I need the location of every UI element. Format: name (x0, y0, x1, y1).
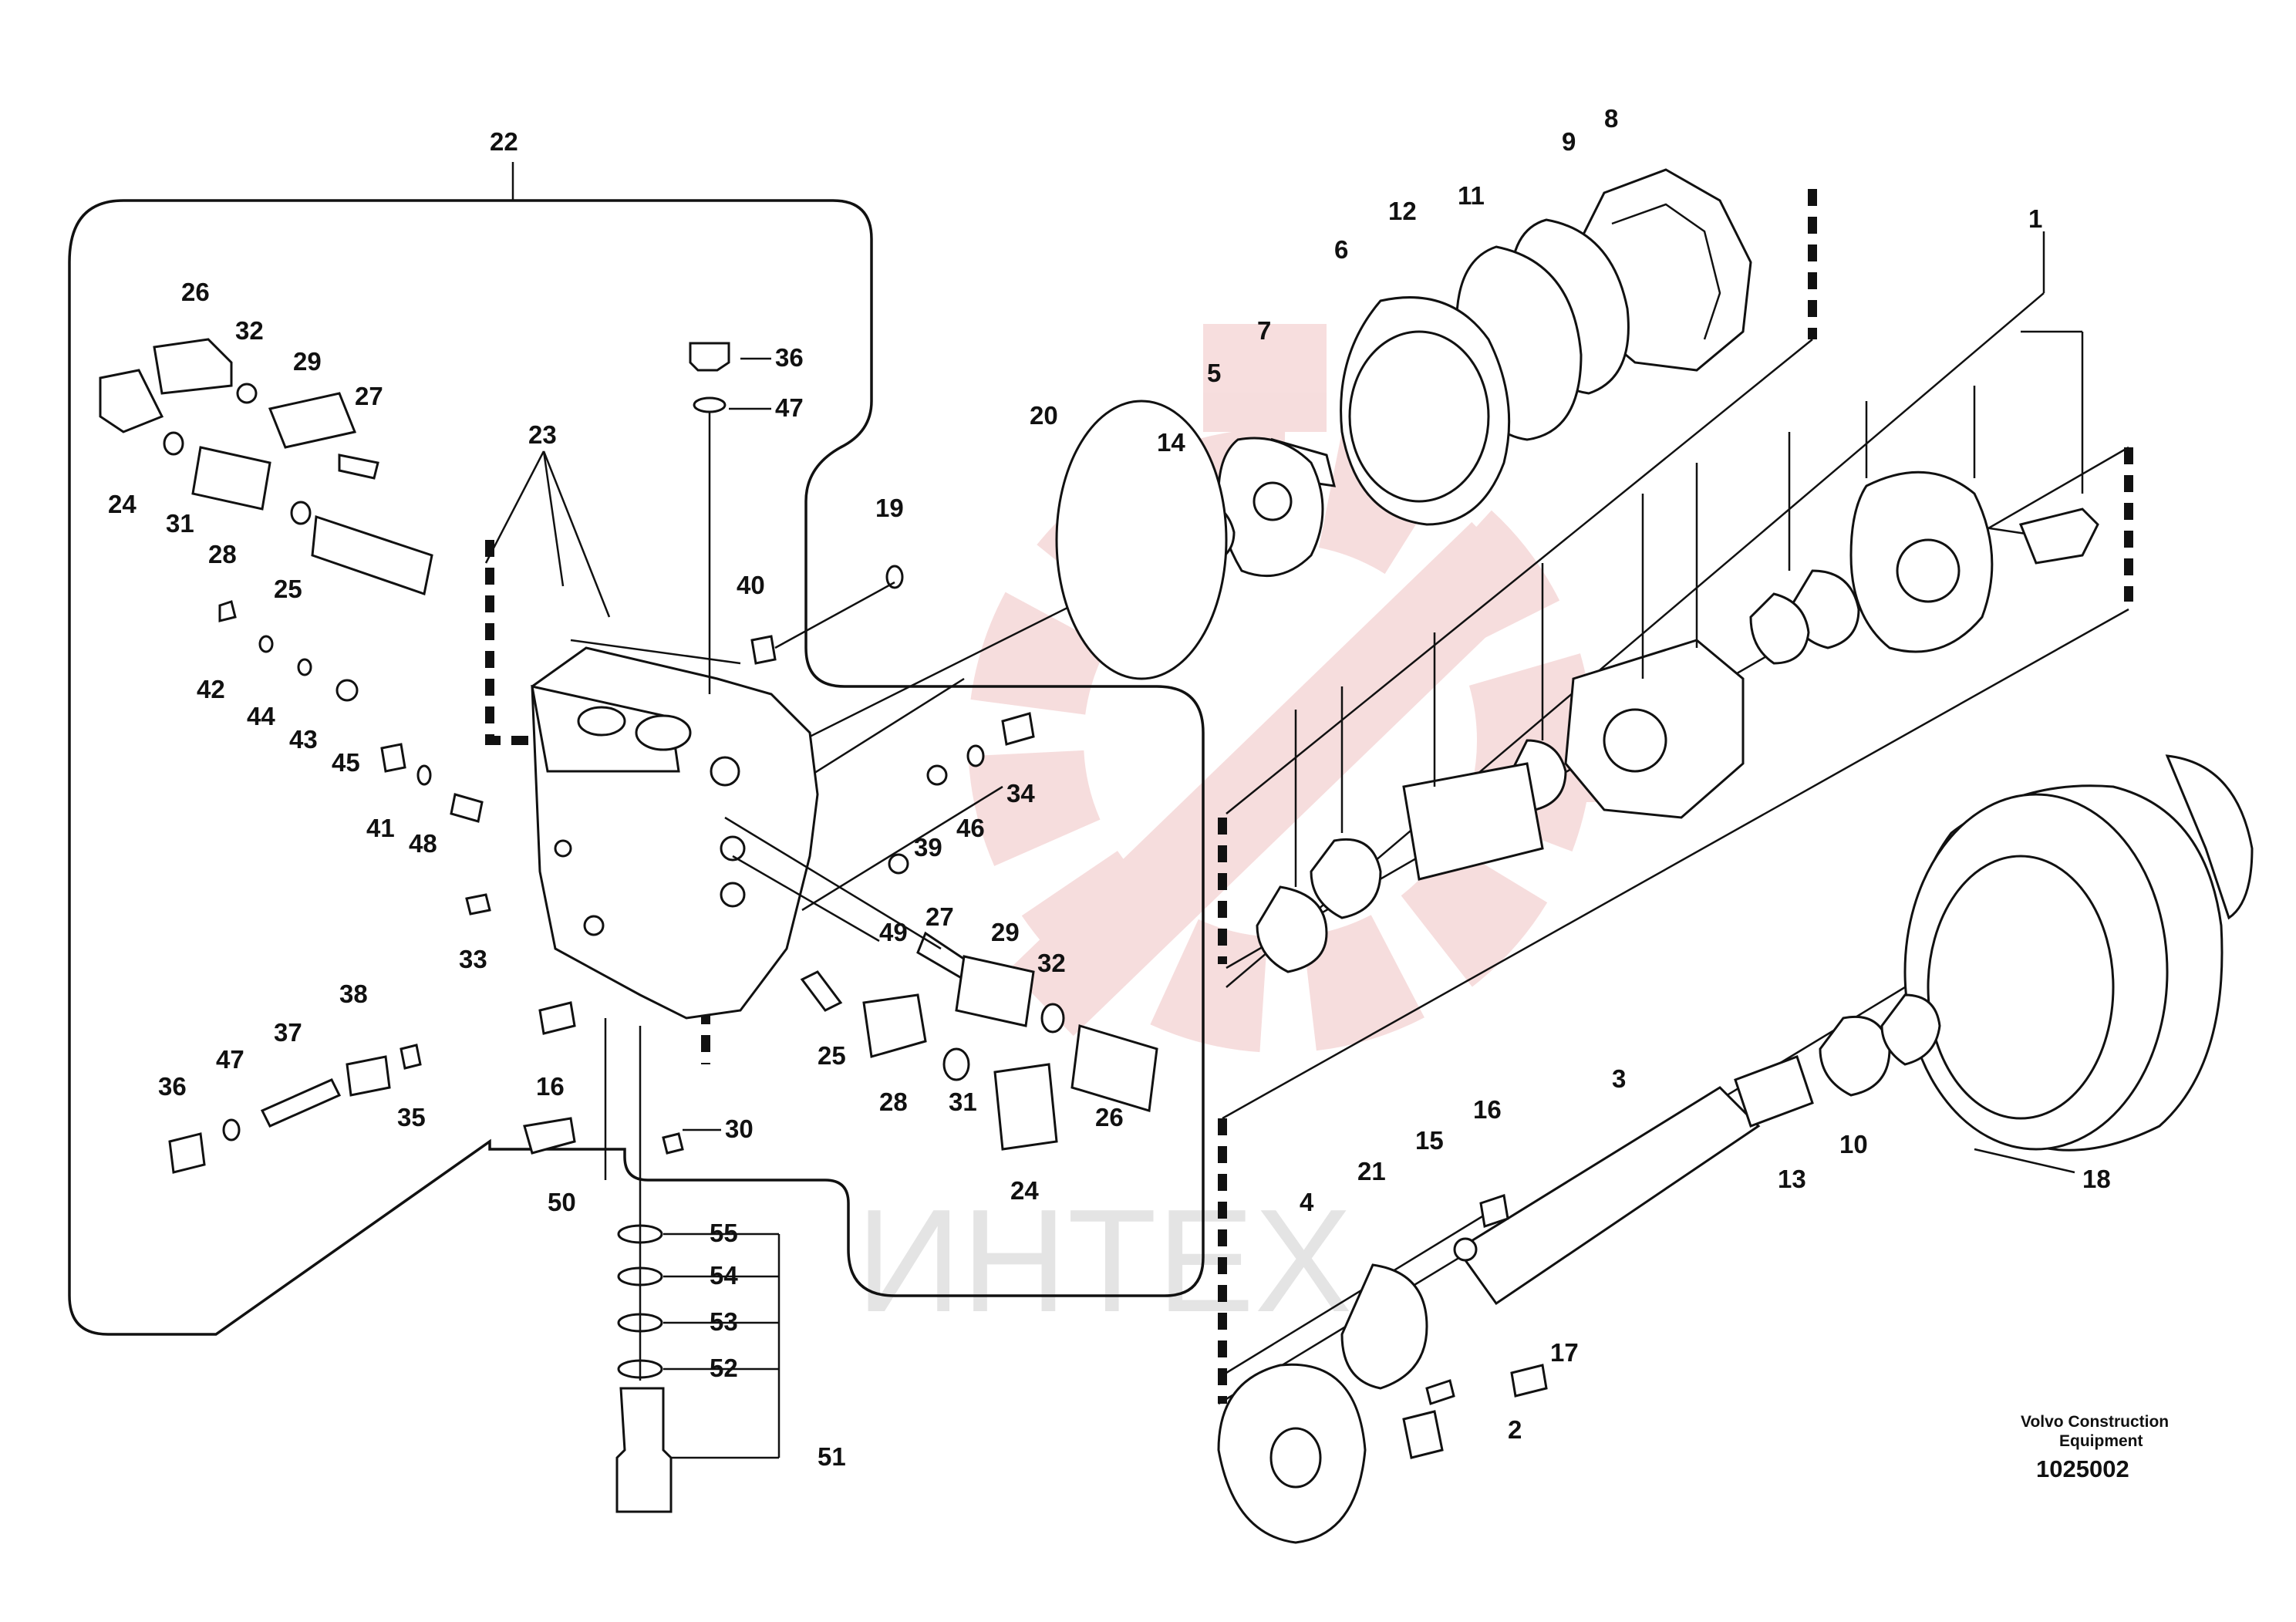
label-20: 20 (1030, 401, 1058, 430)
brake-piston-group (1055, 168, 1752, 680)
label-9: 9 (1562, 127, 1576, 156)
brand-line-1: Volvo Construction (2021, 1413, 2169, 1431)
label-6: 6 (1334, 235, 1348, 264)
label-36-bottom: 36 (158, 1072, 187, 1101)
label-4: 4 (1300, 1188, 1314, 1216)
leader-group-51 (663, 1233, 781, 1459)
label-26-left: 26 (181, 278, 210, 306)
stack-51 (604, 1018, 684, 1513)
label-21: 21 (1357, 1157, 1386, 1185)
top-plugs (689, 342, 904, 694)
label-13: 13 (1778, 1165, 1806, 1193)
valve-housing (531, 639, 819, 1020)
label-1: 1 (2028, 204, 2042, 233)
label-26-right: 26 (1095, 1103, 1124, 1131)
label-27-right: 27 (925, 902, 954, 931)
shaft-3 (1340, 993, 1941, 1459)
spool-parts-right (724, 712, 1158, 1151)
motor-housing-18 (1903, 754, 2254, 1152)
label-28-left: 28 (208, 540, 237, 568)
label-43: 43 (289, 725, 318, 754)
label-12: 12 (1388, 197, 1417, 225)
label-35: 35 (397, 1103, 426, 1131)
label-30: 30 (725, 1114, 754, 1143)
label-32-right: 32 (1037, 949, 1066, 977)
label-leaders (484, 357, 2075, 1174)
label-14: 14 (1157, 428, 1185, 457)
drawing-number: 1025002 (2036, 1455, 2129, 1482)
label-24-left: 24 (108, 490, 137, 518)
label-3: 3 (1612, 1064, 1626, 1093)
label-33: 33 (459, 945, 487, 973)
label-31-right: 31 (949, 1088, 977, 1116)
label-32-left: 32 (235, 316, 264, 345)
label-18: 18 (2082, 1165, 2111, 1193)
flange-4 (1217, 1363, 1367, 1544)
label-23: 23 (528, 420, 557, 449)
label-38: 38 (339, 980, 368, 1008)
part-labels: 1 2 3 4 5 6 7 8 9 10 11 12 13 14 15 16 1… (108, 104, 2111, 1471)
valve-group-outline (68, 199, 1205, 1336)
label-50: 50 (548, 1188, 576, 1216)
label-44: 44 (247, 702, 275, 730)
label-37: 37 (274, 1018, 302, 1047)
label-10: 10 (1839, 1130, 1868, 1158)
label-11: 11 (1458, 181, 1485, 210)
label-2: 2 (1508, 1415, 1522, 1444)
label-53: 53 (710, 1307, 738, 1336)
label-24-right: 24 (1010, 1176, 1039, 1205)
label-34: 34 (1006, 779, 1035, 808)
label-39: 39 (914, 833, 942, 862)
label-25-right: 25 (818, 1041, 846, 1070)
label-29-left: 29 (293, 347, 322, 376)
label-5: 5 (1207, 359, 1221, 387)
label-55: 55 (710, 1219, 738, 1247)
label-27-left: 27 (355, 382, 383, 410)
label-54: 54 (710, 1261, 738, 1290)
label-49: 49 (879, 918, 908, 946)
label-7: 7 (1257, 316, 1271, 345)
label-22: 22 (490, 127, 518, 156)
label-25-left: 25 (274, 575, 302, 603)
label-15: 15 (1415, 1126, 1444, 1155)
label-31-left: 31 (166, 509, 194, 538)
label-16-right: 16 (1473, 1095, 1502, 1124)
cylinder-group (1256, 470, 2099, 973)
label-17: 17 (1550, 1338, 1579, 1367)
leader-group-1 (1294, 231, 2084, 887)
section-marker (485, 540, 532, 745)
label-46: 46 (956, 814, 985, 842)
label-52: 52 (710, 1354, 738, 1382)
spool-parts-left (99, 338, 576, 1174)
label-47-top: 47 (775, 393, 804, 422)
label-29-right: 29 (991, 918, 1020, 946)
label-16-left: 16 (536, 1072, 565, 1101)
watermark-text: ИНТЕХ (856, 1179, 1352, 1343)
label-19: 19 (875, 494, 904, 522)
label-40: 40 (737, 571, 765, 599)
label-47-bottom: 47 (216, 1045, 244, 1074)
label-42: 42 (197, 675, 225, 703)
label-28-right: 28 (879, 1088, 908, 1116)
label-8: 8 (1604, 104, 1618, 133)
label-45: 45 (332, 748, 360, 777)
label-36-top: 36 (775, 343, 804, 372)
label-48: 48 (409, 829, 437, 858)
label-41: 41 (366, 814, 395, 842)
brand-line-2: Equipment (2059, 1432, 2143, 1450)
label-51: 51 (818, 1442, 846, 1471)
